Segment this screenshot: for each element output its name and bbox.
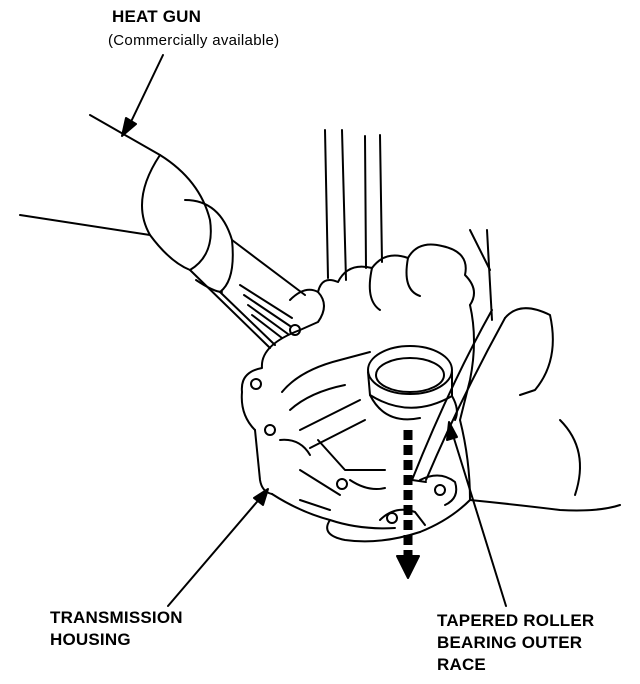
transmission-housing-leader <box>167 488 269 607</box>
bearing-race-callout: TAPERED ROLLER BEARING OUTER RACE <box>437 610 594 676</box>
pry-tool <box>411 307 554 483</box>
bearing-outer-race <box>367 345 458 421</box>
bearing-race-label-line1: TAPERED ROLLER <box>437 611 595 630</box>
heat-gun-note: (Commercially available) <box>108 32 280 49</box>
transmission-housing-label-line1: TRANSMISSION <box>50 608 183 627</box>
heat-gun-label: HEAT GUN <box>112 7 202 26</box>
bearing-race-label-line2: BEARING OUTER <box>437 633 583 652</box>
removal-direction-arrow <box>396 430 420 579</box>
transmission-housing-callout: TRANSMISSION HOUSING <box>50 607 183 651</box>
heat-gun-leader <box>121 54 164 137</box>
bearing-race-label-line3: RACE <box>437 655 486 674</box>
background-frame <box>324 129 493 321</box>
transmission-housing-label-line2: HOUSING <box>50 630 131 649</box>
heat-gun <box>19 114 325 349</box>
heat-gun-callout: HEAT GUN (Commercially available) <box>108 6 279 52</box>
bearing-race-leader <box>446 421 507 607</box>
transmission-housing <box>240 243 621 543</box>
